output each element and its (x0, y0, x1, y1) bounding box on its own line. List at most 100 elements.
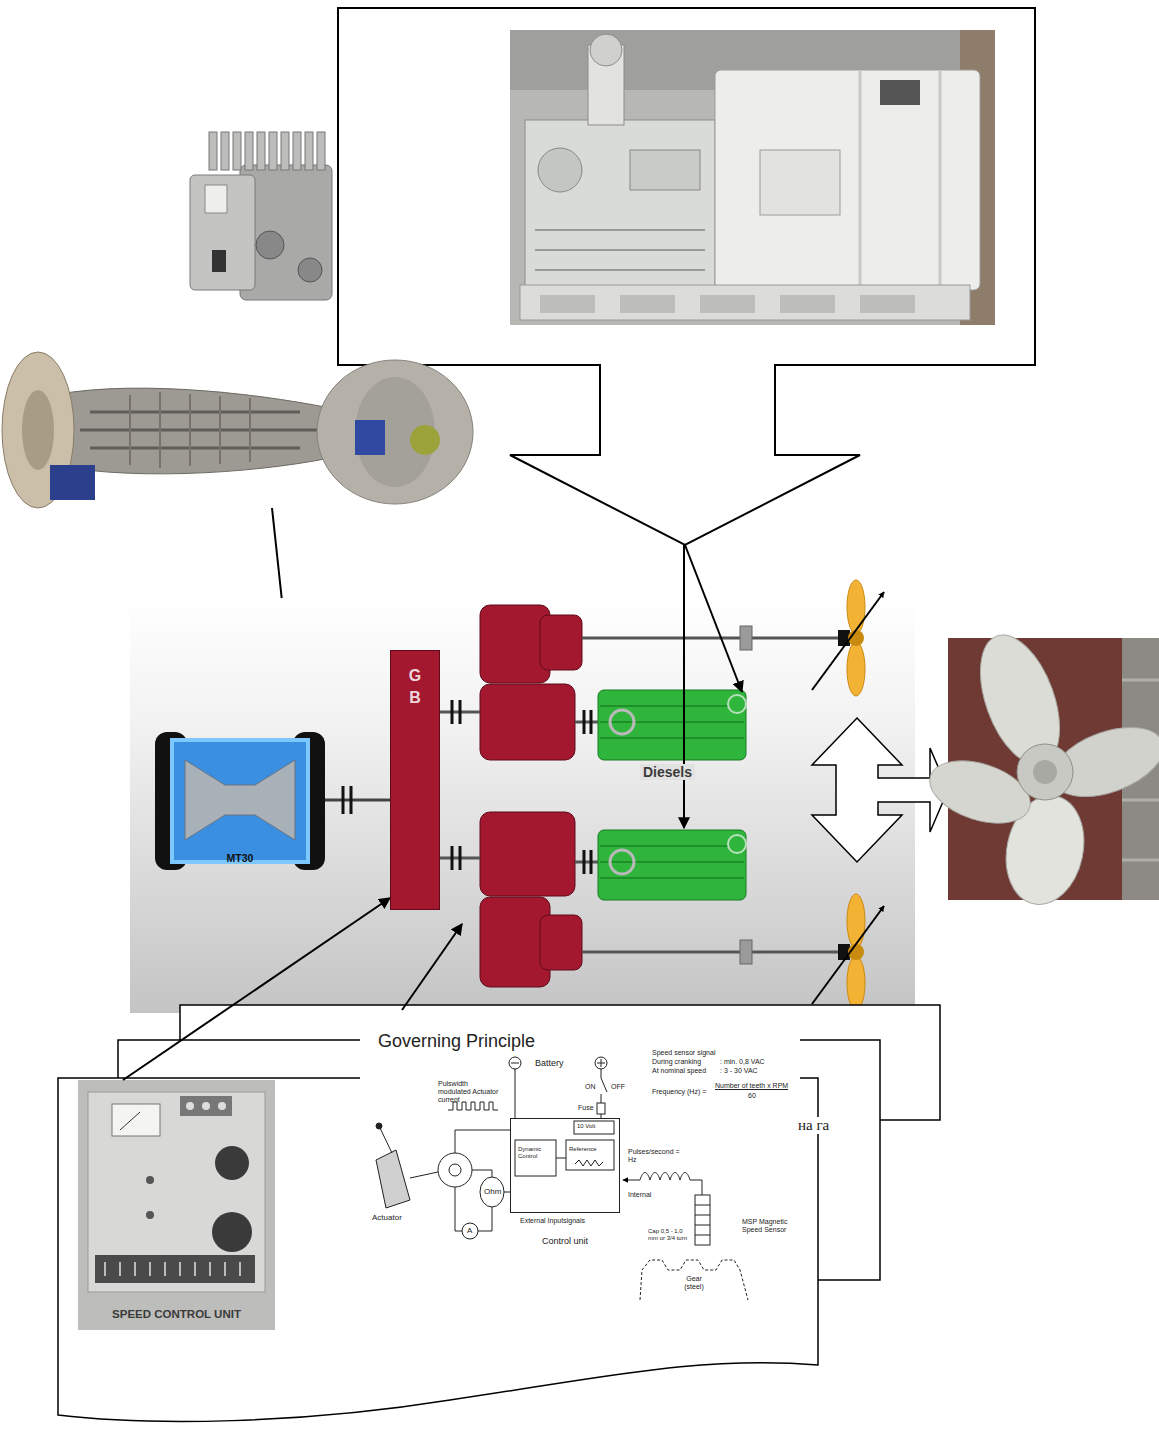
speed-control-unit-photo-art (212, 1212, 252, 1252)
leader-arrow (683, 545, 685, 828)
governing-schematic (480, 1177, 504, 1207)
propeller-symbol (847, 894, 865, 948)
diesel-engine-symbol (610, 710, 634, 734)
propeller-photo (1017, 744, 1073, 800)
block-label: 10 Volt (577, 1123, 595, 1130)
spec-note: During cranking (652, 1058, 701, 1066)
turbine-symbol (172, 740, 308, 862)
component-label: Fuse (578, 1104, 594, 1112)
diagram-panel (130, 598, 915, 1013)
governing-schematic (595, 1057, 607, 1069)
gas-turbine-box: MT30 (155, 732, 325, 870)
shaft (325, 799, 390, 802)
gearbox-label: G B (408, 665, 422, 708)
governing-schematic (448, 1102, 498, 1110)
injection-pump-photo (212, 250, 226, 272)
panel-heading: Governing Principle (378, 1031, 535, 1052)
signal-name: Pulswidth modulated Actuator current (438, 1080, 502, 1104)
governing-schematic (575, 1160, 603, 1166)
block-label: Dynamic Control (518, 1146, 554, 1160)
governing-schematic (623, 1180, 640, 1181)
clutch (343, 786, 351, 814)
governing-schematic (695, 1205, 710, 1235)
gear-blocks (480, 684, 575, 760)
component-label: MSP Magnetic Speed Sensor (742, 1218, 800, 1234)
double-arrow (812, 718, 948, 862)
generator-photo (540, 295, 595, 313)
generator-photo (510, 30, 995, 325)
governing-schematic (509, 1057, 521, 1069)
diesel-engine-symbol (728, 835, 746, 853)
injection-pump-photo (256, 231, 284, 259)
governing-schematic (410, 1172, 438, 1178)
diesel-engine-symbol (600, 706, 744, 738)
governing-schematic (511, 1063, 519, 1064)
governing-schematic (472, 1170, 492, 1177)
gas-turbine-cutaway (410, 425, 440, 455)
governing-schematic (556, 1158, 566, 1159)
diesel-engine-symbol (598, 690, 746, 760)
injection-pump-photo (293, 132, 301, 170)
generator-photo (780, 295, 835, 313)
spec-note: At nominal speed (652, 1067, 706, 1075)
generator-photo (880, 80, 920, 105)
spec-note: Speed sensor signal (652, 1049, 715, 1057)
governing-schematic (455, 1187, 462, 1231)
gas-turbine-cutaway (317, 360, 473, 504)
generator-photo (538, 148, 582, 192)
switch-label: OFF (611, 1083, 625, 1091)
propeller-symbol (847, 956, 865, 1010)
injection-pump-photo (190, 175, 255, 290)
generator-photo (760, 150, 840, 215)
gearbox-bar: G B (390, 650, 440, 910)
gear-blocks (480, 812, 575, 896)
component-label: Actuator (372, 1213, 402, 1222)
speed-control-unit-photo-art (78, 1080, 275, 1330)
signal-name: External Inputsignals (520, 1217, 585, 1225)
injection-pump-photo (257, 132, 265, 170)
speed-control-unit-photo-art (120, 1112, 140, 1130)
spec-note: : min. 0,8 VAC (720, 1058, 765, 1066)
governing-schematic (574, 1121, 614, 1134)
gas-turbine-cutaway (80, 412, 320, 448)
speed-control-unit-photo-art (202, 1102, 210, 1110)
formula: Number of teeth x RPM (715, 1082, 788, 1090)
injection-pump-photo (281, 132, 289, 170)
box-heading: Control unit (501, 1236, 629, 1246)
schematic-ground (360, 1015, 800, 1300)
propeller-symbol (812, 592, 884, 690)
injection-pump-photo (269, 132, 277, 170)
speed-control-unit-photo-art (105, 1262, 240, 1276)
gas-turbine-cutaway (355, 420, 385, 455)
speed-control-unit-photo-art (186, 1102, 194, 1110)
generator-photo (715, 70, 980, 290)
speed-control-unit-photo-art (146, 1211, 154, 1219)
clutch (452, 700, 591, 874)
shaft (440, 638, 838, 952)
turbine-label: MT30 (155, 852, 325, 864)
injection-pump-photo (317, 132, 325, 170)
generator-photo (535, 230, 705, 270)
gas-turbine-cutaway (40, 388, 330, 474)
injection-pump-photo (245, 132, 253, 170)
component-label: Battery (535, 1058, 564, 1068)
meter-label: Ohm (484, 1187, 501, 1196)
injection-pump-photo (209, 132, 217, 170)
governing-schematic (376, 1057, 748, 1300)
generator-photo (525, 120, 715, 290)
component-label: Gear (steel) (676, 1275, 712, 1291)
governing-schematic (640, 1260, 748, 1300)
generator-photo (630, 150, 700, 190)
speed-control-unit-photo-art (78, 1080, 275, 1330)
formula: 60 (748, 1092, 756, 1100)
diesel-engine-symbol (598, 690, 746, 900)
dimension: Cap 0,5 - 1,0 mm or 3/4 turn (648, 1228, 692, 1242)
generator-photo (860, 70, 940, 290)
control-unit-box: Control unit (510, 1118, 620, 1213)
leader-arrow (402, 924, 462, 1010)
switch-label: ON (585, 1083, 596, 1091)
governing-schematic (515, 1069, 516, 1118)
speed-control-unit-photo-art (180, 1096, 232, 1116)
governing-schematic (515, 1140, 556, 1176)
speed-control-unit-photo-art (215, 1146, 249, 1180)
